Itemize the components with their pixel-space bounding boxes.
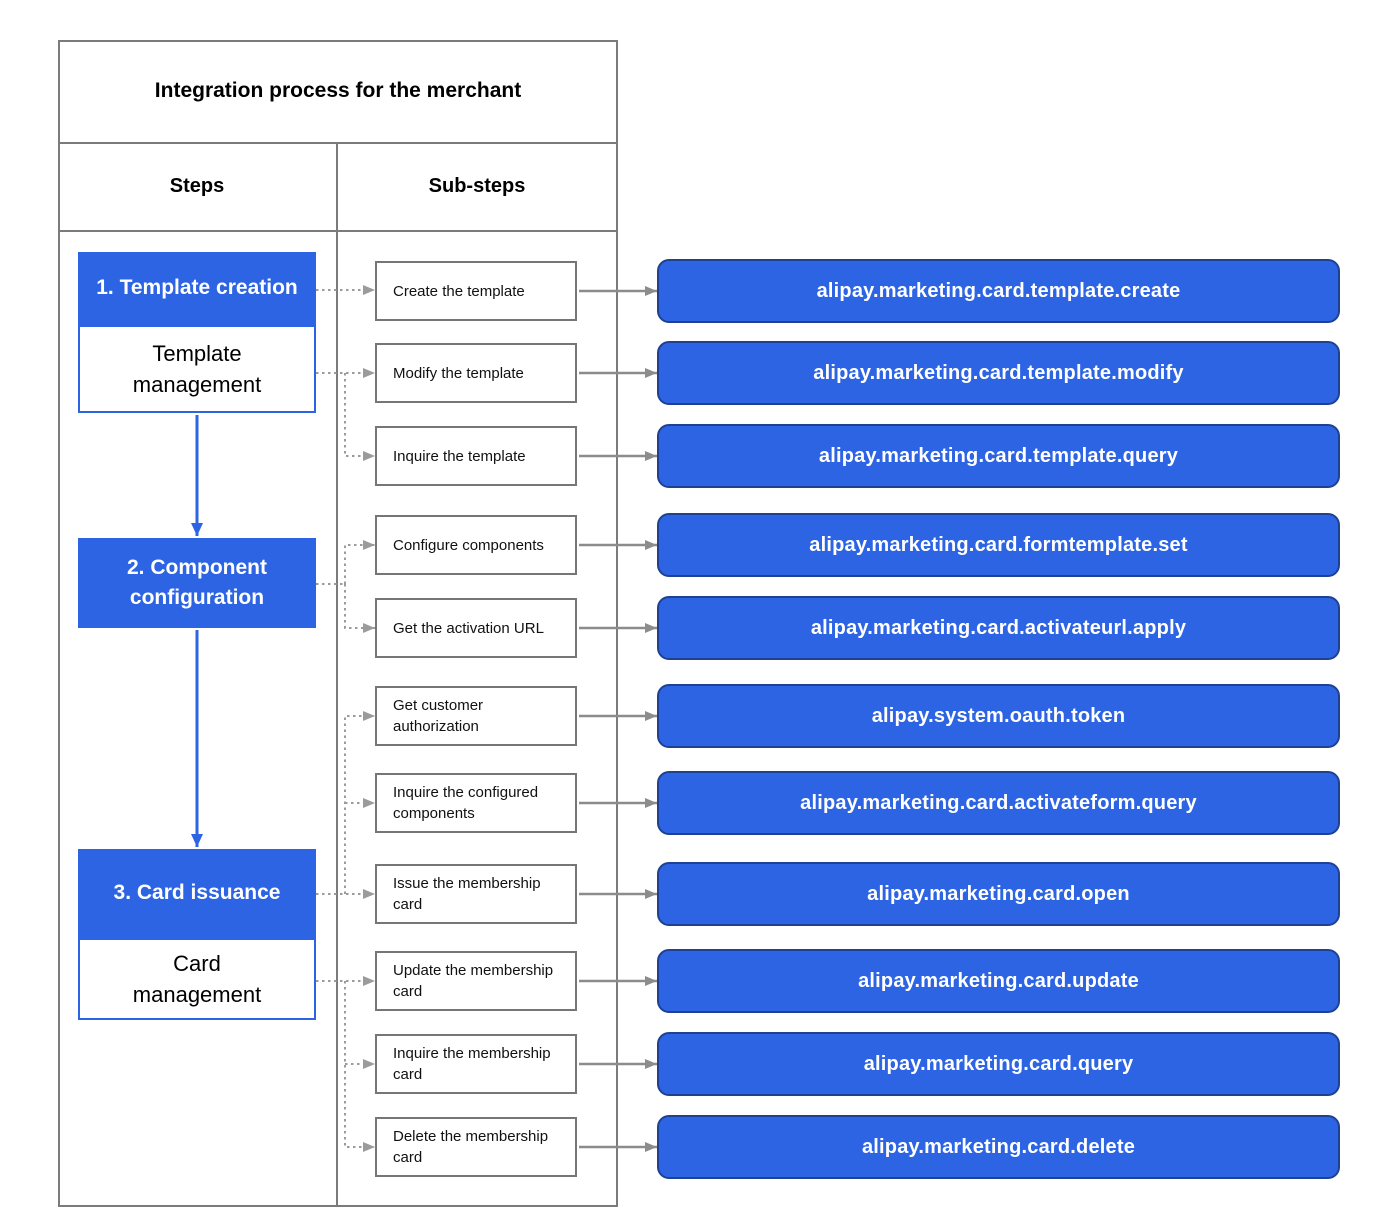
substep-box: Delete the membership card [375,1117,577,1177]
table-column-divider [336,142,338,1207]
step-box-component-configuration: 2. Component configuration [78,538,316,628]
api-box: alipay.system.oauth.token [657,684,1340,748]
step-box-template-management: Template management [78,325,316,413]
substep-box: Inquire the template [375,426,577,486]
table-outline [58,40,618,1207]
api-box: alipay.marketing.card.open [657,862,1340,926]
substep-box: Get customer authorization [375,686,577,746]
table-header-divider [58,230,618,232]
column-header-steps: Steps [169,174,225,197]
step-box-template-creation: 1. Template creation [78,252,316,325]
api-box: alipay.marketing.card.activateurl.apply [657,596,1340,660]
substep-box: Update the membership card [375,951,577,1011]
substep-box: Get the activation URL [375,598,577,658]
substep-box: Inquire the configured components [375,773,577,833]
api-box: alipay.marketing.card.template.query [657,424,1340,488]
substep-box: Create the template [375,261,577,321]
substep-box: Modify the template [375,343,577,403]
table-title-divider [58,142,618,144]
api-box: alipay.marketing.card.update [657,949,1340,1013]
step-box-card-management: Card management [78,938,316,1020]
api-box: alipay.marketing.card.template.create [657,259,1340,323]
substep-box: Inquire the membership card [375,1034,577,1094]
column-header-substeps: Sub-steps [428,174,526,197]
api-box: alipay.marketing.card.template.modify [657,341,1340,405]
api-box: alipay.marketing.card.query [657,1032,1340,1096]
step-box-card-issuance: 3. Card issuance [78,849,316,938]
substep-box: Configure components [375,515,577,575]
api-box: alipay.marketing.card.formtemplate.set [657,513,1340,577]
api-box: alipay.marketing.card.delete [657,1115,1340,1179]
substep-box: Issue the membership card [375,864,577,924]
api-box: alipay.marketing.card.activateform.query [657,771,1340,835]
diagram-title: Integration process for the merchant [154,79,522,102]
